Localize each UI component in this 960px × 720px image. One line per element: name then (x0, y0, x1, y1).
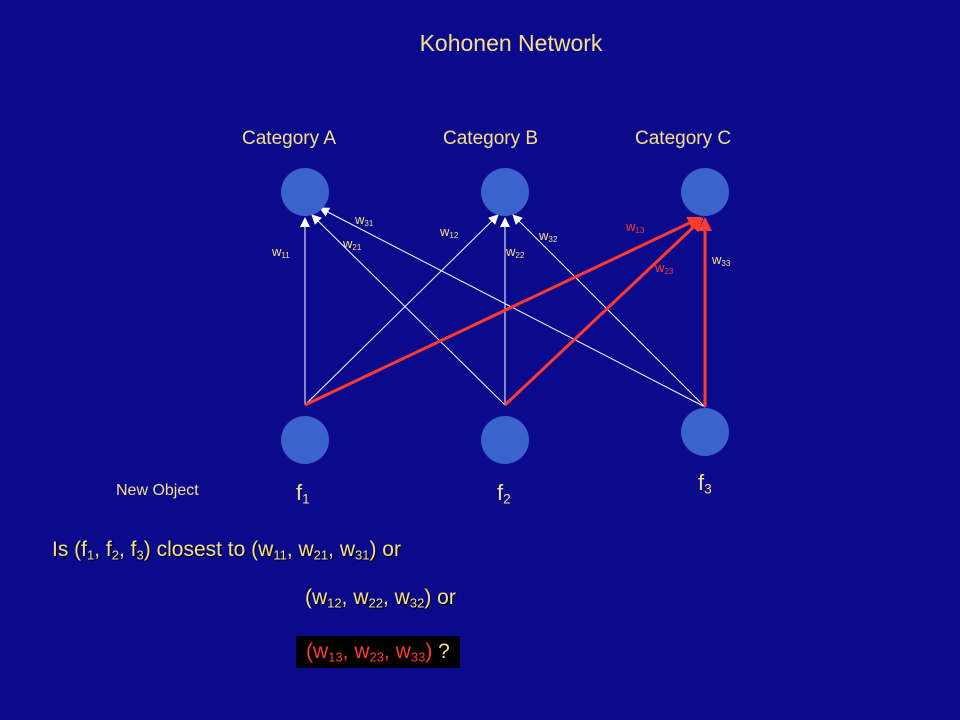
category-a-node (281, 168, 329, 216)
input-label-f1: f1 (296, 480, 310, 507)
question-line-3-highlight: (w13, w23, w33) ? (296, 636, 460, 668)
question-line-1: Is (f1, f2, f3) closest to (w11, w21, w3… (52, 538, 401, 563)
connection-w12 (304, 214, 499, 406)
category-b-label: Category B (443, 128, 539, 149)
connection-w23 (503, 217, 704, 407)
weight-label-w22: w22 (506, 244, 525, 260)
weight-label-w23: w23 (655, 260, 674, 276)
input-label-f2: f2 (497, 480, 511, 507)
category-c-label: Category C (635, 128, 732, 149)
weight-label-w13: w13 (626, 219, 645, 235)
connection-w13 (304, 216, 702, 407)
input-node-f2 (481, 416, 529, 464)
question-mark: ? (432, 640, 450, 663)
connection-w21 (311, 214, 506, 406)
connection-w32 (512, 214, 706, 408)
input-node-f3 (681, 408, 729, 456)
category-b-node (481, 168, 529, 216)
question-line-2: (w12, w22, w32) or (305, 586, 456, 611)
question-line-3: (w13, w23, w33) (306, 640, 433, 665)
weight-label-w12: w12 (440, 224, 459, 240)
weight-label-w31: w31 (355, 212, 374, 228)
category-c-node (681, 168, 729, 216)
input-label-f3: f3 (698, 470, 712, 497)
weight-label-w32: w32 (539, 228, 558, 244)
slide-title: Kohonen Network (419, 30, 603, 56)
new-object-label: New Object (116, 482, 199, 499)
weight-label-w21: w21 (343, 236, 362, 252)
category-a-label: Category A (242, 128, 336, 149)
input-node-f1 (281, 416, 329, 464)
weight-label-w11: w11 (272, 244, 290, 260)
weight-label-w33: w33 (712, 252, 731, 268)
